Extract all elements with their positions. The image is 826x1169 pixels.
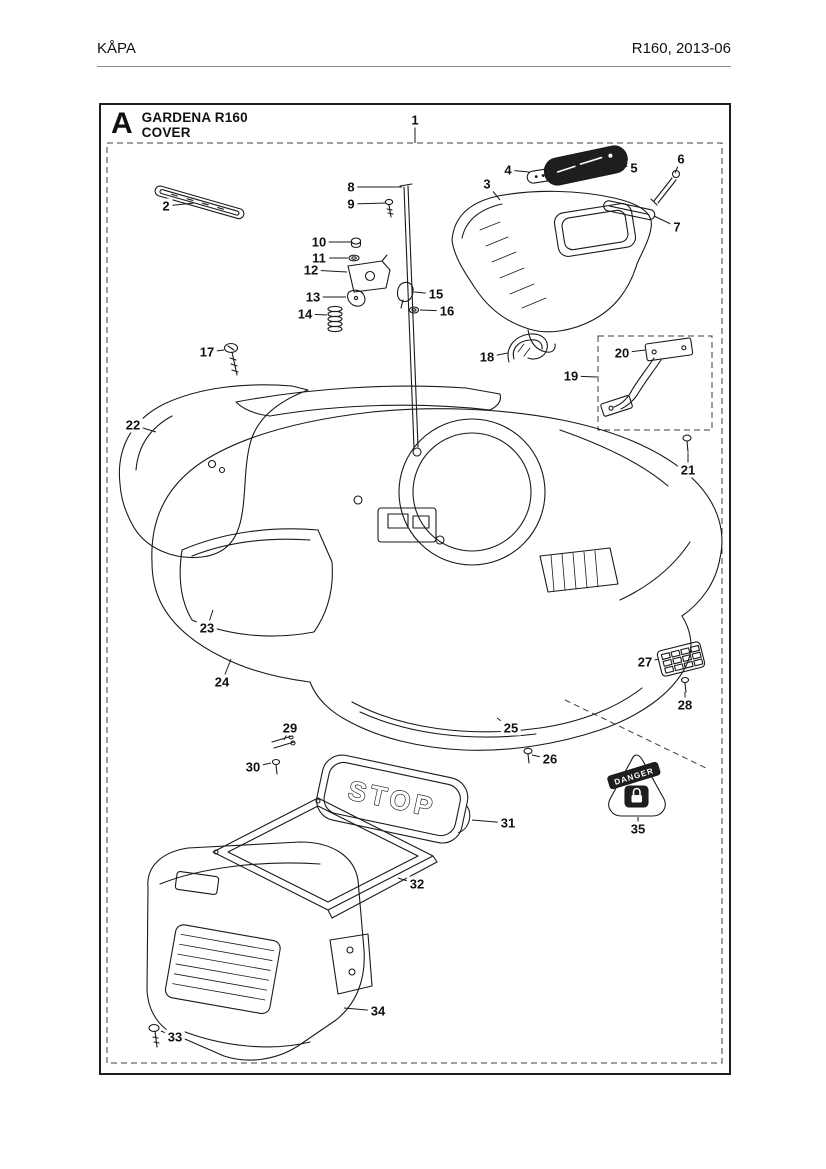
diagram-title-line2: COVER bbox=[141, 125, 191, 140]
part-16-nut bbox=[408, 306, 420, 314]
part-14-spring bbox=[327, 305, 343, 333]
leader-line-14 bbox=[304, 313, 328, 316]
leader-line-7 bbox=[653, 215, 678, 228]
leader-line-26 bbox=[531, 754, 551, 760]
main-body-chassis bbox=[151, 408, 723, 751]
leader-line-27 bbox=[644, 658, 660, 663]
part-7-trim-strip bbox=[603, 200, 656, 221]
part-19-bracket-arm bbox=[613, 357, 662, 410]
part-28-screw bbox=[680, 676, 690, 693]
leader-line-12 bbox=[310, 269, 348, 273]
part-6-lever bbox=[650, 169, 681, 206]
part-13-clip bbox=[347, 289, 366, 307]
leader-line-17 bbox=[206, 349, 225, 353]
leader-line-30 bbox=[252, 762, 272, 768]
part-15-clip bbox=[396, 281, 414, 309]
leader-line-20 bbox=[621, 349, 646, 354]
part-35-danger-decal: DANGER bbox=[607, 754, 666, 817]
dashed-boundary bbox=[106, 142, 723, 1064]
part-31-stop-cover: STOP bbox=[316, 754, 471, 844]
part-27-keypad bbox=[656, 641, 706, 677]
leader-line-24 bbox=[221, 658, 232, 683]
part-32-frame-tray bbox=[212, 797, 438, 919]
part-10-nut bbox=[350, 237, 362, 248]
part-33-screw bbox=[148, 1023, 160, 1048]
part-17-screw bbox=[223, 342, 239, 376]
leader-line-15 bbox=[413, 291, 437, 295]
leader-line-9 bbox=[350, 202, 387, 205]
leader-line-25 bbox=[496, 717, 512, 729]
leader-line-16 bbox=[419, 309, 448, 312]
part-26-screw bbox=[523, 747, 533, 764]
header-model-date: R160, 2013-06 bbox=[631, 40, 731, 57]
part-22-rear-cover bbox=[118, 384, 502, 559]
diagram-title-block: A GARDENA R160 COVER bbox=[111, 107, 248, 141]
part-9-screw bbox=[384, 198, 394, 218]
leader-line-4 bbox=[507, 169, 530, 173]
part-20-bracket-plate bbox=[644, 337, 694, 362]
section-letter: A bbox=[111, 107, 133, 140]
diagram-frame-border bbox=[99, 103, 731, 1075]
diagram-title-line1: GARDENA R160 bbox=[141, 110, 248, 125]
part-21-screw bbox=[682, 434, 692, 453]
diagram-title: GARDENA R160 COVER bbox=[142, 109, 248, 140]
part-5-display-panel bbox=[543, 145, 628, 186]
part-19-bracket-foot bbox=[600, 395, 633, 417]
header-divider bbox=[97, 66, 731, 67]
part-11-washer bbox=[348, 254, 360, 262]
part-2-trim-strip bbox=[154, 185, 245, 220]
stop-label: STOP bbox=[346, 775, 439, 823]
leader-line-18 bbox=[486, 352, 509, 358]
header-title: KÅPA bbox=[97, 40, 136, 57]
part-34-front-cover bbox=[146, 841, 373, 1061]
leader-line-22 bbox=[132, 424, 157, 433]
page-header: KÅPA R160, 2013-06 bbox=[97, 40, 731, 57]
part-12-bracket bbox=[347, 254, 391, 293]
part-30-screw bbox=[271, 758, 281, 775]
leader-line-19 bbox=[570, 375, 598, 378]
part-29-hinge-pins bbox=[271, 734, 296, 749]
leader-line-34 bbox=[343, 1007, 379, 1012]
part-23-side-panel bbox=[179, 528, 333, 637]
part-3-top-cover bbox=[451, 190, 652, 353]
diagram-art: STOP bbox=[118, 145, 723, 1061]
leader-line-23 bbox=[206, 609, 214, 629]
part-8-rod bbox=[399, 183, 422, 457]
padlock-icon bbox=[624, 785, 649, 808]
leader-line-31 bbox=[471, 819, 509, 824]
part-18-hook bbox=[507, 333, 548, 363]
